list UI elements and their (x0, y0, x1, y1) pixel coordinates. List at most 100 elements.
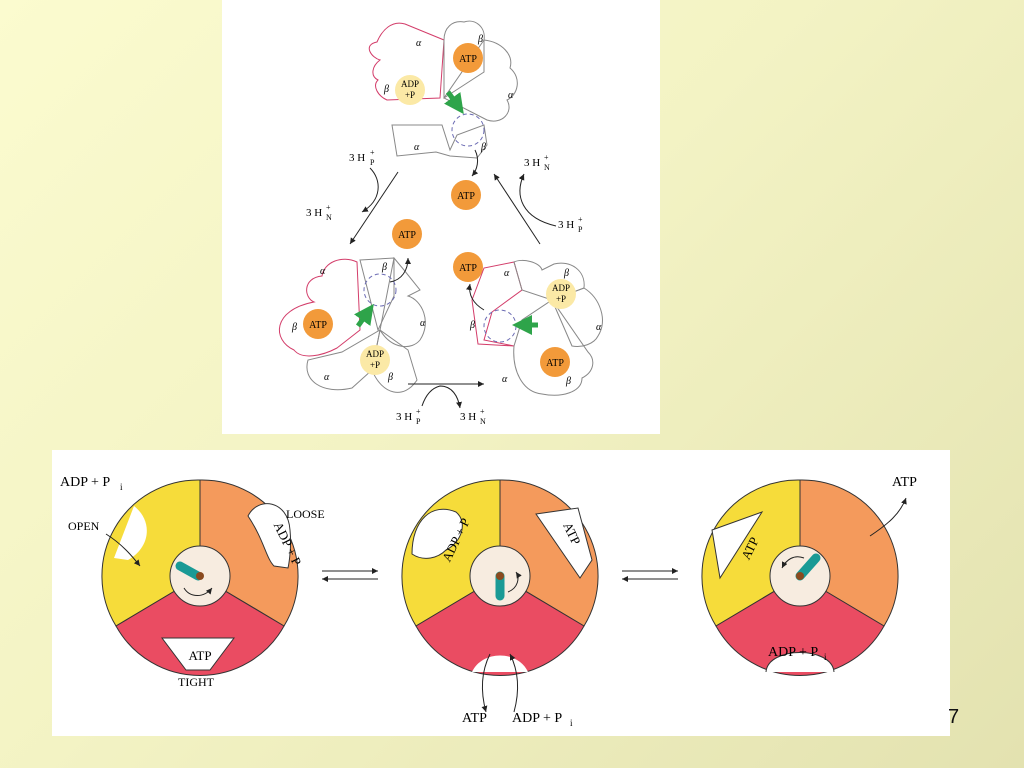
pi-subscript: i (120, 482, 123, 492)
bottom-right-f1-complex: ADP +P ATP α β α β α β (466, 259, 603, 396)
adp-label: ADP (552, 283, 570, 293)
gamma-shaft-site (483, 309, 517, 343)
gamma-shaft-site (363, 273, 397, 307)
proton-label: 3 H (524, 157, 540, 169)
pi-subscript: i (824, 652, 827, 662)
proton-label: 3 H (396, 411, 412, 423)
beta-label: β (383, 84, 389, 95)
binding-change-cycle-diagram: ATP ADP +P α β α β α β ATP 3 H P + 3 H N… (222, 0, 660, 434)
alpha-label: α (320, 266, 326, 277)
atp-molecule (453, 43, 483, 73)
binding-change-cycle-svg: ATP ADP +P α β α β α β ATP 3 H P + 3 H N… (278, 20, 603, 426)
alpha-label: α (414, 142, 420, 153)
proton-subscript: N (480, 417, 486, 426)
alpha-label: α (508, 90, 514, 101)
release-arrow (471, 149, 479, 177)
proton-charge: + (480, 407, 485, 416)
equilibrium-arrow-1 (322, 568, 378, 582)
adp-pi-in-tight-site: ADP + P (768, 645, 818, 660)
proton-subscript: N (326, 213, 332, 222)
slide-number: 7 (948, 706, 960, 728)
alpha-label: α (504, 268, 510, 279)
release-arrow (466, 283, 485, 311)
adp-pi-molecule (546, 279, 576, 309)
alpha-label: α (324, 372, 330, 383)
beta-label: β (565, 376, 571, 387)
proton-subscript: P (370, 158, 375, 167)
bottom-left-f1-complex: ATP ADP +P α β α β α β (278, 256, 426, 393)
proton-label: 3 H (306, 207, 322, 219)
gamma-shaft (175, 561, 203, 581)
atp-release-label: ATP (892, 475, 917, 490)
beta-label: β (387, 372, 393, 383)
top-f1-complex: ATP ADP +P α β α β α β (368, 20, 518, 177)
proton-flow-right: 3 H N + 3 H P + (493, 153, 583, 245)
adp-label: ADP (401, 79, 419, 89)
atp-label: ATP (398, 230, 416, 241)
gamma-shaft (795, 553, 821, 581)
equilibrium-arrow-2 (622, 568, 678, 582)
proton-charge: + (416, 407, 421, 416)
proton-label: 3 H (558, 219, 574, 231)
tight-site (415, 575, 585, 677)
adp-pi-bind-label: ADP + P (512, 711, 562, 726)
released-atp (392, 219, 422, 249)
beta-label: β (291, 322, 297, 333)
pi-label: +P (556, 294, 566, 304)
rotation-arrow (354, 303, 374, 328)
proton-charge: + (370, 148, 375, 157)
gamma-shaft-site (451, 113, 485, 147)
proton-subscript: N (544, 163, 550, 172)
released-atp (451, 180, 481, 210)
alpha-subunit-top-right (443, 39, 518, 122)
adp-pi-molecule (395, 75, 425, 105)
proton-charge: + (544, 153, 549, 162)
atp-label: ATP (457, 191, 475, 202)
binding-state-disk-1: ATP ADP + P (101, 479, 305, 677)
proton-subscript: P (578, 225, 583, 234)
atp-label: ATP (546, 358, 564, 369)
atp-in-tight-site: ATP (188, 648, 211, 663)
proton-flow-bottom: 3 H P + 3 H N + (396, 381, 486, 426)
pi-label: +P (405, 90, 415, 100)
atp-molecule (540, 347, 570, 377)
rotation-arrow (444, 90, 464, 115)
proton-label: 3 H (460, 411, 476, 423)
tight-site (115, 575, 285, 677)
proton-label: 3 H (349, 152, 365, 164)
atp-label: ATP (459, 263, 477, 274)
binding-state-disk-2: ADP + P ATP (401, 479, 599, 677)
beta-label: β (477, 34, 483, 45)
alpha-label: α (502, 374, 508, 385)
alpha-label: α (416, 38, 422, 49)
proton-charge: + (578, 215, 583, 224)
atp-release-label: ATP (462, 711, 487, 726)
tight-site (715, 575, 885, 677)
adp-pi-input-label: ADP + P (60, 475, 110, 490)
adp-label: ADP (366, 349, 384, 359)
open-label: OPEN (68, 519, 100, 533)
binding-states-diagram: ATP ADP + P ADP + P i OPEN LOOSE TIGHT A… (52, 450, 950, 736)
bottom-subunits-top (391, 124, 488, 159)
alpha-label: α (420, 318, 426, 329)
atp-label: ATP (309, 320, 327, 331)
pi-subscript: i (570, 718, 573, 728)
beta-label: β (480, 142, 486, 153)
atp-label: ATP (459, 54, 477, 65)
loose-label: LOOSE (286, 507, 325, 521)
binding-states-svg: ATP ADP + P ADP + P i OPEN LOOSE TIGHT A… (60, 475, 917, 728)
proton-flow-left: 3 H P + 3 H N + (306, 148, 399, 245)
release-arrow (389, 257, 411, 283)
proton-charge: + (326, 203, 331, 212)
atp-molecule (303, 309, 333, 339)
alpha-label: α (596, 322, 602, 333)
beta-label: β (469, 320, 475, 331)
proton-subscript: P (416, 417, 421, 426)
pi-label: +P (370, 360, 380, 370)
binding-state-disk-3: ATP ADP + P i (701, 479, 899, 677)
released-atp (453, 252, 483, 282)
beta-label: β (563, 268, 569, 279)
beta-label: β (381, 262, 387, 273)
alpha-subunit-top-left (368, 22, 445, 101)
adp-pi-molecule (360, 345, 390, 375)
